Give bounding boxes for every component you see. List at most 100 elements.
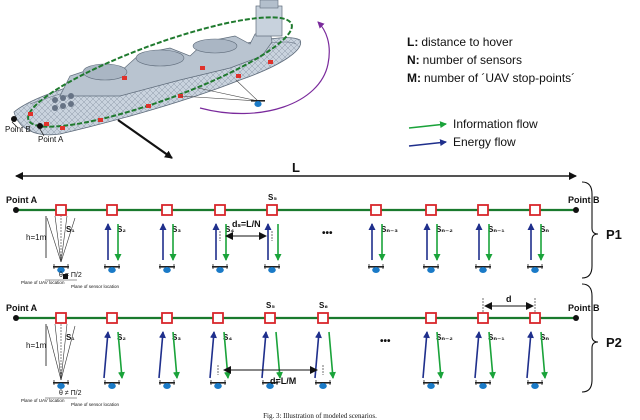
ship-tank <box>192 38 238 54</box>
sensor-marker <box>55 204 67 216</box>
spacing-label: dₛ=L/N <box>232 219 261 229</box>
sensor-station: S₁ <box>53 204 75 273</box>
sensor-label: S₆ <box>319 301 328 310</box>
sensor-marker <box>370 204 382 216</box>
uav-icon <box>475 264 491 273</box>
zoom-arrow <box>117 119 173 159</box>
sensor-label: S₁ <box>66 333 75 342</box>
energy-flow-arrow <box>422 331 430 379</box>
information-flow-arrow <box>328 331 336 379</box>
sensor-label: S₄ <box>225 225 234 234</box>
definitions-legend: L:distance to hover N:number of sensors … <box>407 35 575 85</box>
sensor-station: Sₙ₋₂ <box>423 204 453 273</box>
sensor-label: S₅ <box>268 193 277 202</box>
ship-point-b-label: Point B <box>5 125 31 134</box>
span-dimension: L <box>15 160 577 180</box>
svg-text:N:number of sensors: N:number of sensors <box>407 53 522 67</box>
point-b-label: Point B <box>568 303 600 313</box>
ship-machinery <box>52 93 74 111</box>
angle-label: θ ≠ Π/2 <box>59 390 82 397</box>
point-a-label: Point A <box>6 195 38 205</box>
sensor-marker <box>55 312 67 324</box>
svg-text:M:number of ´UAV stop-points´: M:number of ´UAV stop-points´ <box>407 71 575 85</box>
sensor-label: Sₙ <box>540 333 549 342</box>
uav-icon <box>210 380 226 389</box>
uav-icon <box>53 380 69 389</box>
sensor-station: S₂ <box>103 312 126 389</box>
uav-icon <box>315 380 331 389</box>
sensor-label: Sₙ₋₂ <box>436 225 453 234</box>
point-b-dot <box>573 207 579 213</box>
uav-icon <box>423 264 439 273</box>
row-label: P1 <box>606 227 622 242</box>
orbit-arrow <box>199 21 330 115</box>
point-a-label: Point A <box>6 303 38 313</box>
sensor-label: Sₙ <box>540 225 549 234</box>
uav-icon <box>475 380 491 389</box>
sensor-station: Sₙ₋₁ <box>475 204 505 273</box>
energy-flow-arrow <box>474 331 482 379</box>
sensor-station: Sₙ₋₁ <box>474 312 505 389</box>
sensor-label: Sₙ₋₃ <box>381 225 398 234</box>
ship-tank <box>135 49 185 67</box>
row-bracket <box>581 181 599 279</box>
sensor-station: Sₙ <box>527 204 549 273</box>
row-label: P2 <box>606 335 622 350</box>
information-flow-arrow <box>540 331 548 379</box>
uav-plane-label: Plane of UAV location <box>21 398 65 403</box>
energy-flow-swatch <box>408 139 447 147</box>
height-label: h=1m <box>26 233 47 242</box>
ellipsis: ••• <box>322 228 333 239</box>
sensor-marker <box>477 204 489 216</box>
uav-icon <box>527 380 543 389</box>
ship-point-a-dot <box>37 123 43 129</box>
spacing-label: d=L/M <box>270 376 296 386</box>
information-flow-arrow <box>275 331 283 379</box>
ellipsis: ••• <box>380 336 391 347</box>
sensor-station: Sₙ₋₂ <box>422 312 453 389</box>
sensor-marker <box>212 312 224 324</box>
sensor-station: S₃ <box>159 204 181 273</box>
row-bracket <box>581 283 599 393</box>
energy-flow-arrow <box>261 331 269 379</box>
sensor-label: Sₙ₋₁ <box>488 225 505 234</box>
flow-legend: Information flow Energy flow <box>408 117 538 149</box>
ship-point-a-label: Point A <box>38 135 64 144</box>
point-a-dot <box>13 315 19 321</box>
energy-flow-arrow <box>209 331 217 379</box>
point-a-dot <box>13 207 19 213</box>
figure-caption: Fig. 3: Illustration of modeled scenario… <box>263 412 377 420</box>
information-flow-arrow <box>117 331 125 379</box>
sensor-label: S₃ <box>172 333 181 342</box>
sensor-label: Sₙ₋₂ <box>436 333 453 342</box>
sensor-marker <box>317 312 329 324</box>
uav-icon <box>104 380 120 389</box>
sensor-label: S₁ <box>66 225 75 234</box>
information-flow-label: Information flow <box>453 117 538 131</box>
energy-flow-arrow <box>103 331 111 379</box>
gap-label: d <box>506 294 512 304</box>
uav-icon <box>264 264 280 273</box>
sensor-label: S₂ <box>117 333 126 342</box>
scenario-rows: Point A Point B P1 h=1m ••• S₁ S₂ S₃ S₄ S₅ Sₙ₋₃ Sₙ₋… <box>6 181 622 407</box>
ship-uav-rays <box>179 79 259 102</box>
information-flow-arrow <box>488 331 496 379</box>
sensor-marker <box>266 204 278 216</box>
uav-icon <box>159 380 175 389</box>
span-label: L <box>292 160 300 175</box>
uav-icon <box>262 380 278 389</box>
angle-label: θ = Π/2 <box>59 272 82 279</box>
uav-icon <box>527 264 543 273</box>
sensor-plane-label: Plane of sensor location <box>71 402 120 407</box>
energy-flow-label: Energy flow <box>453 135 516 149</box>
information-flow-swatch <box>408 121 447 129</box>
uav-flight-path <box>27 16 293 128</box>
sensor-station: Sₙ₋₃ <box>368 204 398 273</box>
sensor-marker <box>161 312 173 324</box>
sensor-marker <box>161 204 173 216</box>
sensor-marker <box>106 312 118 324</box>
sensor-station: S₆ <box>314 301 336 389</box>
